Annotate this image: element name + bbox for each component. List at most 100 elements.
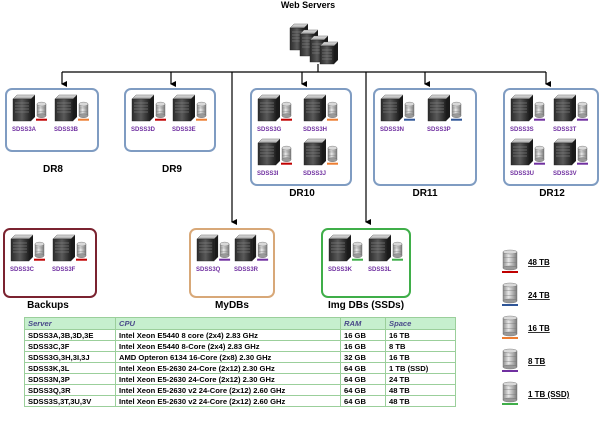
server-unit: SDSS3D: [131, 94, 166, 133]
server-unit: SDSS3U: [510, 138, 545, 177]
server-tower-icon: [196, 234, 219, 262]
header-server: Server: [24, 317, 116, 330]
table-cell: 32 GB: [340, 351, 386, 363]
table-cell: 48 TB: [385, 395, 456, 407]
server-tower-icon: [368, 234, 392, 262]
server-unit: SDSS3G: [257, 94, 292, 133]
legend-disk-icon: [502, 282, 518, 306]
table-cell: 16 GB: [340, 340, 386, 352]
server-unit: SDSS3C: [10, 234, 45, 273]
connectors: [61, 64, 551, 225]
server-unit: SDSS3J: [303, 138, 338, 177]
table-cell: 48 TB: [385, 384, 456, 396]
storage-disk-icon: [352, 241, 363, 261]
server-name-label: SDSS3U: [510, 171, 534, 177]
legend-disk-icon: [502, 348, 518, 372]
table-cell: 64 GB: [340, 395, 386, 407]
storage-disk-icon: [392, 241, 403, 261]
storage-disk-icon: [36, 101, 47, 121]
group-label: DR12: [539, 188, 565, 199]
server-tower-icon: [328, 234, 352, 262]
server-unit: SDSS3E: [172, 94, 207, 133]
server-tower-icon: [553, 94, 577, 122]
server-tower-icon: [131, 94, 155, 122]
storage-disk-icon: [34, 241, 45, 261]
server-name-label: SDSS3C: [10, 267, 35, 273]
web-servers-title: Web Servers: [281, 0, 335, 10]
server-name-label: SDSS3I: [257, 171, 279, 177]
server-name-label: SDSS3E: [172, 127, 196, 133]
server-tower-icon: [427, 94, 451, 122]
server-name-label: SDSS3H: [303, 127, 327, 133]
server-name-label: SDSS3R: [234, 267, 259, 273]
server-tower-icon: [553, 138, 577, 166]
server-name-label: SDSS3B: [54, 127, 79, 133]
table-cell: SDSS3A,3B,3D,3E: [24, 329, 116, 341]
table-cell: 64 GB: [340, 384, 386, 396]
legend-label: 24 TB: [528, 291, 550, 300]
group-label: DR9: [162, 164, 182, 175]
server-tower-icon: [257, 94, 281, 122]
server-name-label: SDSS3N: [380, 127, 404, 133]
legend-disk-icon: [502, 249, 518, 273]
server-name-label: SDSS3J: [303, 171, 326, 177]
legend-label: 16 TB: [528, 324, 550, 333]
table-cell: AMD Opteron 6134 16-Core (2x8) 2.30 GHz: [115, 351, 341, 363]
storage-disk-icon: [281, 101, 292, 121]
server-unit: SDSS3L: [368, 234, 403, 273]
server-name-label: SDSS3Q: [196, 267, 221, 273]
server-tower-icon: [172, 94, 196, 122]
storage-legend: 48 TB 24 TB 16 TB 8 TB 1 TB (SSD): [502, 249, 570, 405]
server-name-label: SDSS3T: [553, 127, 577, 133]
table-cell: Intel Xeon E5440 8-Core (2x4) 2.83 GHz: [115, 340, 341, 352]
server-unit: SDSS3B: [54, 94, 89, 133]
legend-disk-icon: [502, 315, 518, 339]
server-unit: SDSS3P: [427, 94, 462, 133]
header-space: Space: [385, 317, 456, 330]
table-cell: 16 TB: [385, 351, 456, 363]
server-name-label: SDSS3A: [12, 127, 37, 133]
server-name-label: SDSS3S: [510, 127, 534, 133]
server-tower-icon: [10, 234, 34, 262]
server-unit: SDSS3V: [553, 138, 588, 177]
server-name-label: SDSS3F: [52, 267, 76, 273]
legend-label: 8 TB: [528, 357, 546, 366]
storage-disk-icon: [451, 101, 462, 121]
table-cell: Intel Xeon E5-2630 v2 24-Core (2x12) 2.6…: [115, 384, 341, 396]
server-tower-icon: [54, 94, 78, 122]
storage-disk-icon: [534, 145, 545, 165]
legend-label: 48 TB: [528, 258, 550, 267]
header-ram: RAM: [340, 317, 386, 330]
server-name-label: SDSS3P: [427, 127, 451, 133]
server-tower-icon: [52, 234, 76, 262]
legend-label: 1 TB (SSD): [528, 390, 570, 399]
server-tower-icon: [380, 94, 404, 122]
web-server-tower-icon: [319, 41, 339, 65]
header-cpu: CPU: [115, 317, 341, 330]
table-cell: 24 TB: [385, 373, 456, 385]
group-dr9: DR9 SDSS3D SDSS3E: [124, 88, 216, 175]
legend-item: 16 TB: [502, 315, 550, 339]
web-servers-icon: [289, 23, 339, 65]
server-tower-icon: [510, 94, 534, 122]
server-unit: SDSS3S: [510, 94, 545, 133]
server-unit: SDSS3F: [52, 234, 87, 273]
group-label: Img DBs (SSDs): [328, 300, 404, 311]
group-dr12: DR12 SDSS3S SDSS3T SDSS3U SDSS3V: [503, 88, 599, 199]
storage-disk-icon: [281, 145, 292, 165]
storage-disk-icon: [155, 101, 166, 121]
storage-disk-icon: [404, 101, 415, 121]
server-unit: SDSS3N: [380, 94, 415, 133]
server-name-label: SDSS3V: [553, 171, 577, 177]
server-unit: SDSS3K: [328, 234, 363, 273]
